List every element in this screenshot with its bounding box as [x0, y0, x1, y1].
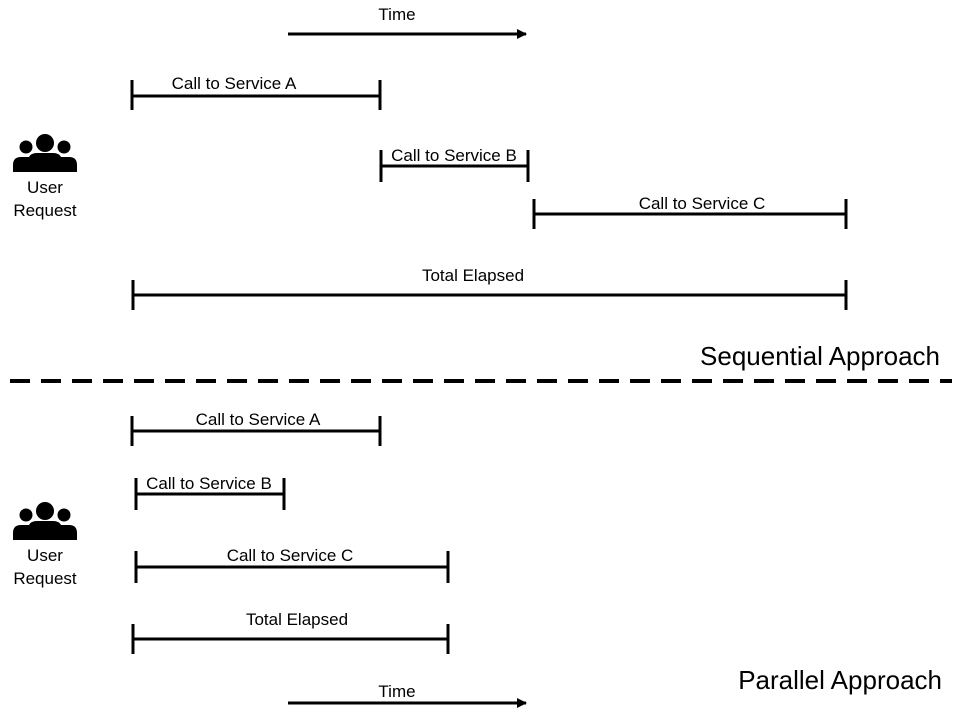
bar-label: Call to Service A	[172, 74, 297, 93]
timing-bar-total-elapsed: Total Elapsed	[131, 610, 450, 654]
user-label-line1: User	[27, 178, 63, 197]
sequential-section: Time User Request Call to Service A Call…	[13, 5, 940, 371]
bar-label: Call to Service B	[146, 474, 272, 493]
section-title: Sequential Approach	[700, 341, 940, 371]
parallel-section: Call to Service A Call to Service B User…	[13, 410, 942, 708]
bar-label: Total Elapsed	[246, 610, 348, 629]
bar-label: Total Elapsed	[422, 266, 524, 285]
time-label: Time	[378, 682, 415, 701]
user-label-line2: Request	[13, 201, 77, 220]
bar-label: Call to Service C	[639, 194, 766, 213]
timing-bar-total-elapsed: Total Elapsed	[131, 266, 848, 310]
section-title: Parallel Approach	[738, 665, 942, 695]
timing-bar-service-b: Call to Service B	[134, 474, 286, 510]
bar-label: Call to Service B	[391, 146, 517, 165]
bar-label: Call to Service A	[196, 410, 321, 429]
user-label-line1: User	[27, 546, 63, 565]
user-label-line2: Request	[13, 569, 77, 588]
users-group-icon	[13, 502, 77, 540]
timing-bar-service-b: Call to Service B	[379, 146, 530, 182]
timing-bar-service-c: Call to Service C	[134, 546, 450, 583]
bar-label: Call to Service C	[227, 546, 354, 565]
timing-bar-service-a: Call to Service A	[130, 74, 382, 110]
timing-bar-service-c: Call to Service C	[532, 194, 848, 229]
timing-bar-service-a: Call to Service A	[130, 410, 382, 446]
time-label: Time	[378, 5, 415, 24]
users-group-icon	[13, 134, 77, 172]
